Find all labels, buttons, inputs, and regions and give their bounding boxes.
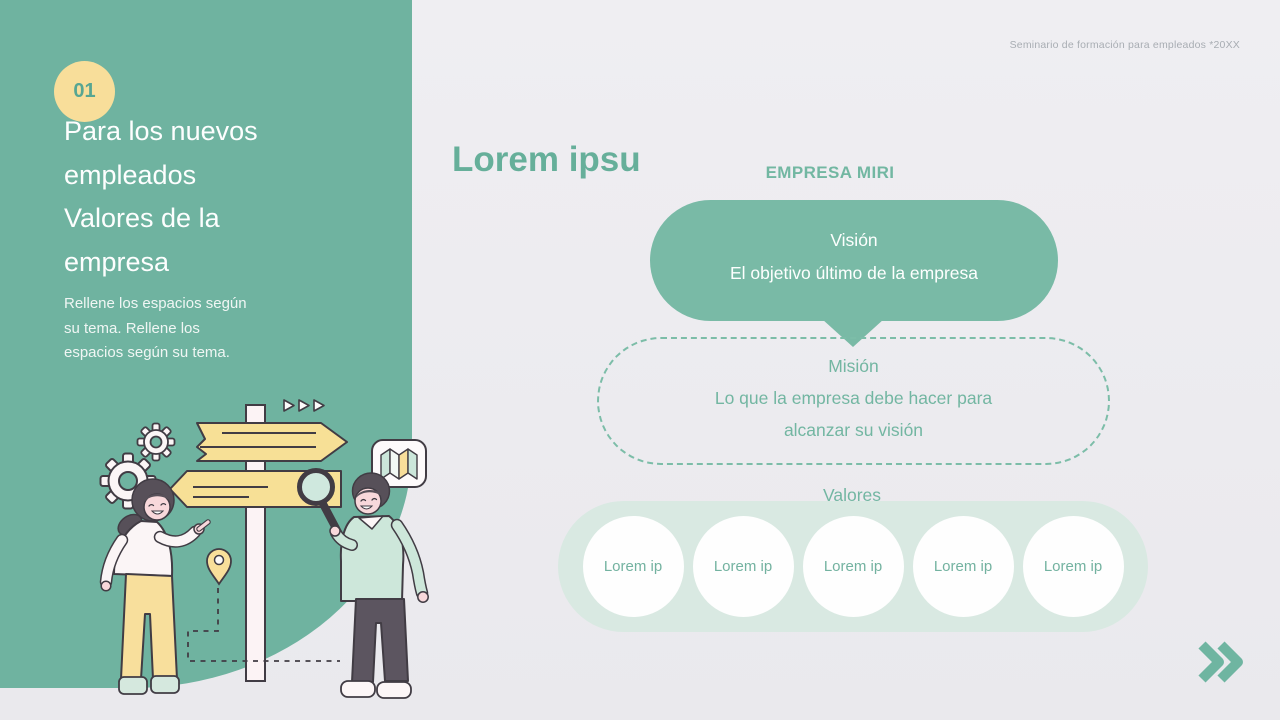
slide-title-line: Para los nuevos: [64, 116, 258, 146]
valores-item-label: Lorem ip: [933, 558, 993, 575]
slide-title-line: empleados: [64, 159, 197, 190]
woman-figure: [99, 478, 211, 695]
valores-item-label: Lorem ip: [1043, 558, 1103, 575]
valores-item: Lorem ip: [912, 516, 1014, 617]
slide-subtitle-line: Rellene los espacios según: [64, 295, 247, 312]
company-name: EMPRESA MIRI: [765, 163, 895, 182]
section-number-badge: 01: [54, 61, 115, 122]
map-icon: [371, 439, 427, 488]
vision-text: El objetivo último de la empresa: [729, 263, 979, 283]
valores-item: Lorem ip: [692, 516, 794, 617]
vision-bubble: Visión El objetivo último de la empresa: [650, 200, 1058, 321]
mision-box: Misión Lo que la empresa debe hacer para…: [597, 337, 1110, 465]
signpost-people-illustration: [99, 399, 429, 699]
signpost: [169, 404, 348, 682]
mision-text-line: alcanzar su visión: [783, 420, 924, 440]
slide-title-line: Valores de la: [64, 203, 220, 233]
valores-item-label: Lorem ip: [713, 558, 773, 575]
valores-item-label: Lorem ip: [603, 558, 663, 575]
slide-subtitle-line: espacios según su tema.: [64, 344, 230, 361]
triangle-arrows-icon: [283, 399, 325, 412]
man-figure: [329, 472, 429, 699]
valores-pill: Lorem ip Lorem ip Lorem ip Lorem ip Lore…: [558, 501, 1148, 632]
header-note: Seminario de formación para empleados *2…: [1009, 39, 1240, 51]
mision-heading: Misión: [828, 356, 879, 376]
valores-item: Lorem ip: [1022, 516, 1124, 617]
location-pin-icon: [206, 548, 232, 586]
vision-bubble-tail: [822, 319, 884, 347]
valores-item: Lorem ip: [582, 516, 684, 617]
slide-title-line: empresa: [64, 246, 170, 277]
slide-title: Para los nuevos empleados Valores de la …: [64, 110, 258, 284]
valores-item: Lorem ip: [802, 516, 904, 617]
valores-item-label: Lorem ip: [823, 558, 883, 575]
main-title: Lorem ipsu: [452, 140, 641, 179]
valores-heading: Valores: [822, 485, 882, 505]
slide-subtitle: Rellene los espacios según su tema. Rell…: [64, 292, 247, 366]
mision-text-line: Lo que la empresa debe hacer para: [714, 388, 993, 408]
vision-heading: Visión: [830, 230, 878, 250]
section-number: 01: [73, 80, 96, 102]
slide-subtitle-line: su tema. Rellene los: [64, 319, 200, 337]
next-chevrons-icon[interactable]: [1196, 641, 1248, 683]
